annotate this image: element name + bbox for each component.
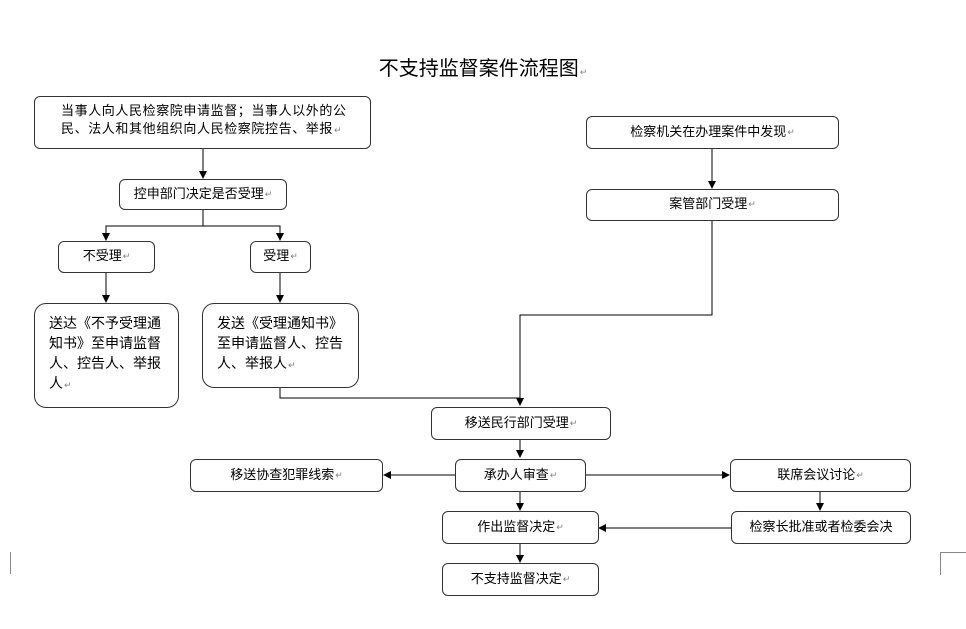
page-corner-mark-right [940,552,966,575]
arrow-case-to-transfer [516,221,713,406]
node-joint-meeting: 联席会议讨论↵ [730,459,911,492]
node-apply: 当事人向人民检察院申请监督；当事人以外的公民、法人和其他组织向人民检察院控告、举… [34,96,371,149]
page-corner-mark-left [0,552,11,574]
arrow-decide-to-reject [102,210,204,241]
line-accept-to-transfer [279,388,520,399]
page-title: 不支持监督案件流程图↵ [378,56,588,80]
node-send-reject: 送达《不予受理通知书》至申请监督人、控告人、举报人↵ [34,303,179,408]
node-final: 不支持监督决定↵ [442,563,599,596]
node-send-accept: 发送《受理通知书》至申请监督人、控告人、举报人↵ [202,303,359,388]
node-reject: 不受理↵ [58,241,155,273]
arrow-decide-to-accept [203,225,284,241]
node-case-mgmt: 案管部门受理↵ [586,189,839,221]
node-transfer-crime: 移送协查犯罪线索↵ [190,459,383,492]
node-accept: 受理↵ [250,241,311,273]
node-discover: 检察机关在办理案件中发现↵ [586,116,839,149]
node-review: 承办人审查↵ [455,459,586,492]
node-make-decision: 作出监督决定↵ [442,511,599,544]
node-transfer-civil: 移送民行部门受理↵ [431,407,611,440]
node-approval: 检察长批准或者检委会决 [731,511,911,544]
node-decide: 控申部门决定是否受理↵ [119,179,287,210]
